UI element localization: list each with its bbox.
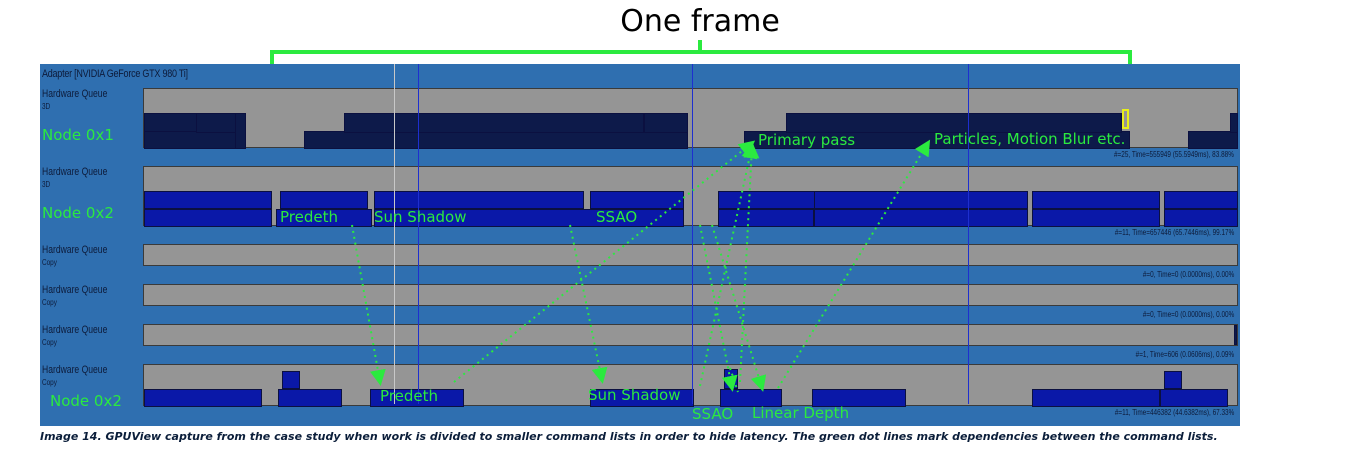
annotation-sun-shadow-bottom: Sun Shadow	[588, 386, 681, 404]
annotation-ssao-top: SSAO	[596, 208, 638, 226]
queue-lane[interactable]	[143, 284, 1238, 306]
packet-block[interactable]	[196, 113, 236, 133]
queue-label: Hardware Queue	[42, 166, 108, 178]
queue-type: 3D	[42, 180, 51, 189]
packet-block[interactable]	[786, 113, 1122, 133]
queue-type: Copy	[42, 298, 57, 307]
packet-block[interactable]	[1164, 191, 1238, 209]
annotation-sun-shadow-top: Sun Shadow	[374, 208, 467, 226]
packet-block[interactable]	[1032, 389, 1160, 407]
queue-lane[interactable]	[143, 324, 1238, 346]
packet-block[interactable]	[278, 389, 342, 407]
packet-block[interactable]	[1032, 209, 1160, 227]
packet-block[interactable]	[812, 389, 906, 407]
queue-type: Copy	[42, 338, 57, 347]
node-label: Node 0x1	[42, 126, 114, 144]
vsync-line	[692, 64, 693, 404]
packet-block[interactable]	[1188, 131, 1238, 149]
figure-caption: Image 14. GPUView capture from the case …	[40, 430, 1218, 443]
packet-block[interactable]	[370, 389, 464, 407]
queue-label: Hardware Queue	[42, 284, 108, 296]
queue-stats: #=11, Time=446382 (44.6382ms), 67.33%	[1114, 408, 1234, 417]
packet-block[interactable]	[1234, 325, 1237, 345]
packet-block[interactable]	[644, 113, 688, 133]
annotation-primary-pass: Primary pass	[758, 131, 856, 149]
gpuview-panel: Adapter [NVIDIA GeForce GTX 980 Ti] Hard…	[40, 64, 1240, 426]
packet-block[interactable]	[144, 209, 272, 227]
packet-block[interactable]	[590, 389, 694, 407]
packet-block[interactable]	[718, 191, 818, 209]
queue-type: Copy	[42, 258, 57, 267]
annotation-predeth-bottom: Predeth	[380, 387, 438, 405]
frame-marker-line	[394, 64, 395, 404]
packet-block[interactable]	[304, 131, 688, 149]
queue-type: Copy	[42, 378, 57, 387]
packet-block[interactable]	[1032, 191, 1160, 209]
queue-label: Hardware Queue	[42, 364, 108, 376]
packet-block[interactable]	[144, 389, 262, 407]
queue-stats: #=25, Time=555949 (55.5949ms), 83.88%	[1114, 150, 1234, 159]
vsync-line	[968, 64, 969, 404]
packet-block[interactable]	[718, 209, 814, 227]
packet-block[interactable]	[374, 191, 584, 209]
annotation-ssao-bottom: SSAO	[692, 405, 734, 423]
packet-block[interactable]	[1164, 371, 1182, 389]
queue-row-2: Hardware Queue 3D Node 0x2 #=11, Time=65…	[40, 164, 1240, 240]
packet-block[interactable]	[144, 191, 272, 209]
frame-bracket	[270, 40, 1132, 64]
node-label: Node 0x2	[50, 392, 122, 410]
annotation-particles: Particles, Motion Blur etc.	[934, 130, 1126, 148]
packet-block[interactable]	[1164, 209, 1238, 227]
frame-title: One frame	[620, 4, 780, 39]
packet-block[interactable]	[1230, 113, 1238, 133]
queue-lane[interactable]	[143, 244, 1238, 266]
queue-stats: #=1, Time=606 (0.0606ms), 0.09%	[1135, 350, 1234, 359]
packet-block[interactable]	[814, 209, 1028, 227]
queue-stats: #=0, Time=0 (0.0000ms), 0.00%	[1142, 270, 1234, 279]
adapter-label: Adapter [NVIDIA GeForce GTX 980 Ti]	[42, 68, 188, 80]
packet-block[interactable]	[344, 113, 644, 133]
queue-label: Hardware Queue	[42, 244, 108, 256]
queue-label: Hardware Queue	[42, 88, 108, 100]
packet-block[interactable]	[280, 191, 368, 209]
queue-stats: #=11, Time=657446 (65.7446ms), 99.17%	[1114, 228, 1234, 237]
packet-block[interactable]	[724, 369, 738, 389]
packet-block[interactable]	[276, 209, 372, 227]
queue-label: Hardware Queue	[42, 324, 108, 336]
packet-block[interactable]	[590, 191, 684, 209]
node-label: Node 0x2	[42, 204, 114, 222]
vsync-line	[418, 64, 419, 404]
queue-row-5: Hardware Queue Copy #=1, Time=606 (0.060…	[40, 322, 1240, 362]
queue-row-1: Hardware Queue 3D Node 0x1 #=25, Time=55…	[40, 86, 1240, 162]
queue-lane[interactable]	[143, 88, 1238, 149]
packet-block[interactable]	[1160, 389, 1228, 407]
highlight-marker	[1122, 109, 1129, 129]
queue-row-3: Hardware Queue Copy #=0, Time=0 (0.0000m…	[40, 242, 1240, 282]
queue-lane[interactable]	[143, 364, 1238, 407]
queue-type: 3D	[42, 102, 51, 111]
packet-block[interactable]	[814, 191, 1028, 209]
annotation-predeth-top: Predeth	[280, 208, 338, 226]
annotation-linear-depth: Linear Depth	[752, 404, 850, 422]
queue-stats: #=0, Time=0 (0.0000ms), 0.00%	[1142, 310, 1234, 319]
queue-row-4: Hardware Queue Copy #=0, Time=0 (0.0000m…	[40, 282, 1240, 322]
packet-block[interactable]	[144, 131, 236, 149]
packet-block[interactable]	[282, 371, 300, 389]
